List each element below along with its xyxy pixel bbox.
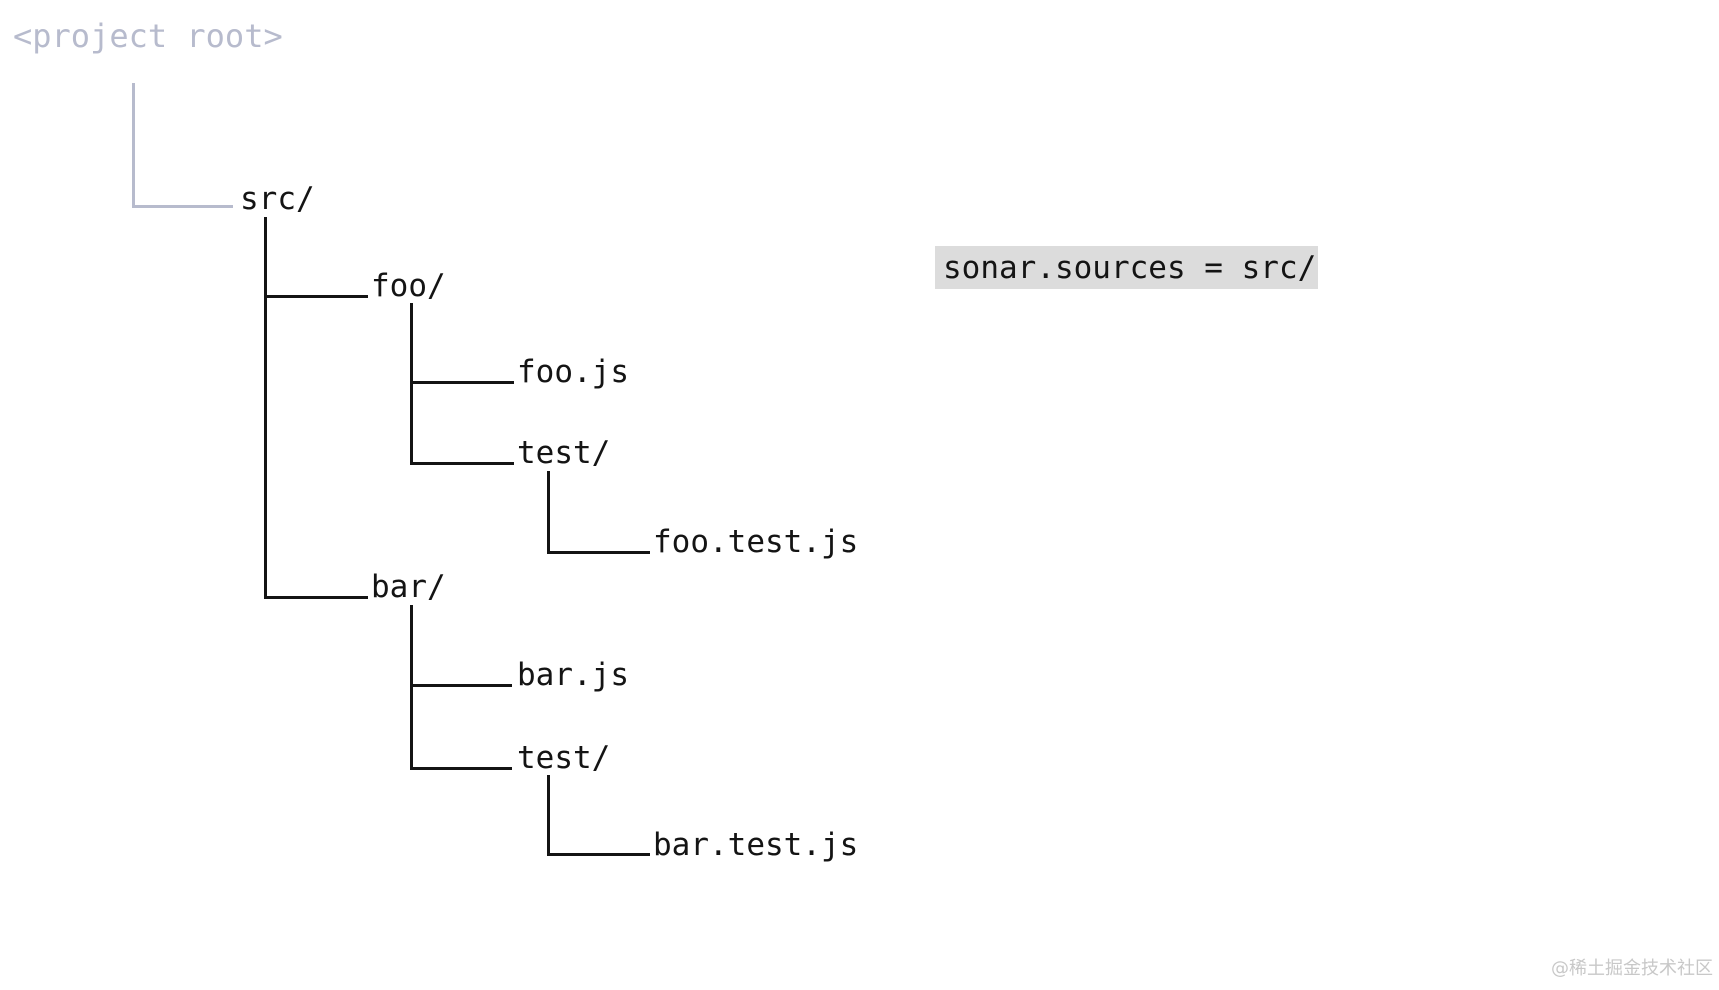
sonar-sources-code-text: sonar.sources = src/: [943, 249, 1317, 286]
label-bar-js-file: bar.js: [517, 657, 629, 693]
bar-js-branch-horizontal-line: [410, 684, 512, 687]
label-foo-js-file: foo.js: [517, 354, 629, 390]
foo-test-js-branch-horizontal-line: [547, 551, 650, 554]
bar-test-js-branch-horizontal-line: [547, 853, 650, 856]
src-children-vertical-line: [264, 217, 267, 599]
label-foo-test-dir: test/: [517, 435, 611, 471]
root-connector-horizontal-line: [132, 205, 233, 208]
juejin-watermark: @稀土掘金技术社区: [1551, 958, 1713, 979]
label-src-dir: src/: [240, 181, 315, 217]
sonar-sources-code-annotation: sonar.sources = src/: [935, 246, 1318, 289]
root-connector-vertical-line: [132, 83, 135, 208]
foo-test-branch-horizontal-line: [410, 462, 514, 465]
label-foo-test-js-file: foo.test.js: [653, 524, 859, 560]
label-bar-test-dir: test/: [517, 740, 611, 776]
label-bar-dir: bar/: [371, 569, 446, 605]
label-bar-test-js-file: bar.test.js: [653, 827, 859, 863]
foo-test-children-vertical-line: [547, 471, 550, 554]
foo-js-branch-horizontal-line: [410, 381, 514, 384]
bar-test-branch-horizontal-line: [410, 767, 512, 770]
bar-children-vertical-line: [410, 605, 413, 770]
bar-test-children-vertical-line: [547, 775, 550, 856]
foo-children-vertical-line: [410, 303, 413, 465]
project-root-label: <project root>: [13, 17, 283, 55]
label-foo-dir: foo/: [371, 268, 446, 304]
foo-branch-horizontal-line: [264, 295, 368, 298]
bar-branch-horizontal-line: [264, 596, 368, 599]
